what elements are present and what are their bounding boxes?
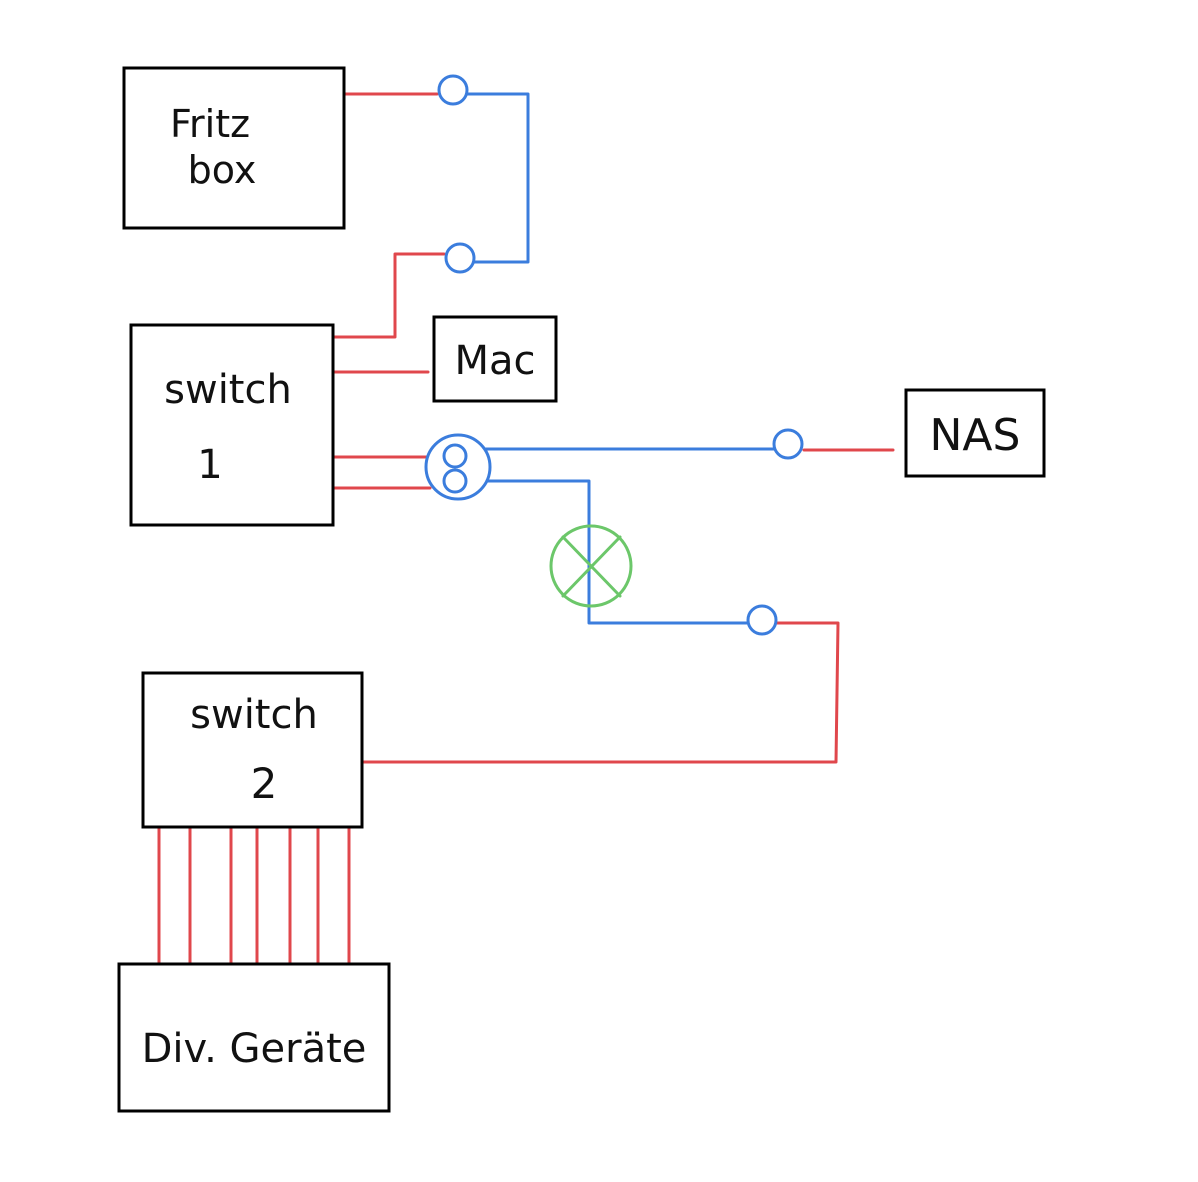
- switch1-node: switch 1: [129, 323, 335, 527]
- double-jack-port-top: [442, 443, 468, 469]
- wall-jacks: [424, 74, 804, 636]
- wall-cable-double-jack-to-switch2: [460, 479, 764, 625]
- switch2-node: switch 2: [141, 671, 364, 829]
- switch1-label-line1: switch: [164, 367, 292, 413]
- fritzbox-box: [122, 66, 346, 230]
- cable-jack-to-switch2: [343, 621, 840, 764]
- x-circle-icon: [549, 524, 633, 608]
- cable-switch1-to-jack: [331, 252, 446, 339]
- fritzbox-label-line2: box: [188, 148, 257, 192]
- fritzbox-node: Fritz box: [122, 66, 346, 230]
- wall-wiring: [451, 92, 790, 625]
- x-stroke: [561, 535, 622, 598]
- x-circle-outline: [549, 524, 633, 608]
- wall-cable-fritzbox-to-switch1: [451, 92, 530, 264]
- nas-box: [904, 388, 1046, 478]
- double-jack-port-bottom: [442, 468, 468, 494]
- fritzbox-label-line1: Fritz: [170, 102, 250, 146]
- double-wall-jack: [424, 433, 492, 501]
- wall-jack-switch1: [444, 242, 476, 274]
- cables-switch2-to-devices: [157, 826, 351, 987]
- patch-cables: [157, 92, 895, 987]
- wall-jack-fritzbox: [437, 74, 469, 106]
- switch2-box: [141, 671, 364, 829]
- switch2-label-line1: switch: [190, 692, 318, 738]
- switch1-label-line2: 1: [197, 442, 222, 488]
- misc-devices-box: [117, 962, 391, 1113]
- mac-label: Mac: [454, 338, 535, 384]
- wall-jack-nas: [772, 428, 804, 460]
- mac-box: [432, 315, 558, 403]
- nas-label: NAS: [930, 410, 1021, 461]
- nas-node: NAS: [904, 388, 1046, 478]
- misc-devices-node: Div. Geräte: [117, 962, 391, 1113]
- mac-node: Mac: [432, 315, 558, 403]
- misc-devices-label: Div. Geräte: [142, 1026, 367, 1072]
- wall-jack-switch2: [746, 604, 778, 636]
- switch1-box: [129, 323, 335, 527]
- switch2-label-line2: 2: [251, 759, 278, 808]
